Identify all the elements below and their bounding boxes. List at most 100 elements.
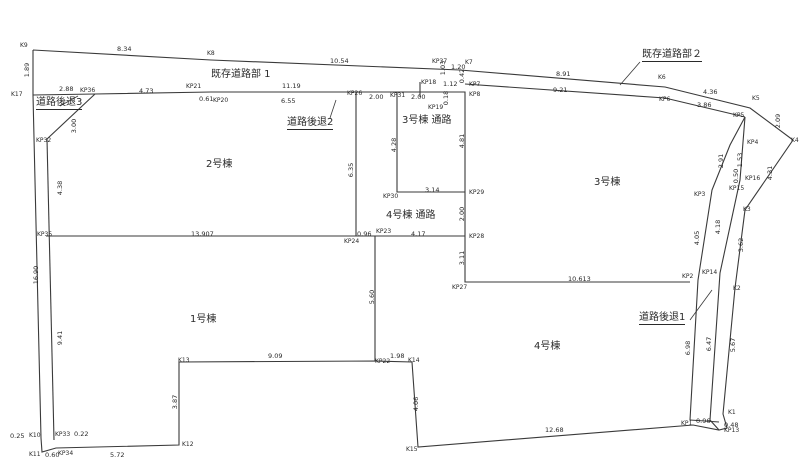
dimension-kp26-kp31: 2.00 <box>369 93 384 101</box>
dimension-k17-k10: 16.90 <box>31 265 40 285</box>
kp31-kp30-kp29-line <box>396 92 465 193</box>
point-label-k5: K5 <box>752 95 760 102</box>
dimension-kp3-kp2: 4.05 <box>692 230 701 246</box>
dimension-kp1-kp13: 0.96 <box>696 417 711 425</box>
dimension-kp20-kp26: 6.55 <box>281 97 296 105</box>
dimension-kp6-kp5: 3.86 <box>697 101 712 109</box>
dimension-kp2-kp1: 6.98 <box>683 340 692 356</box>
point-label-k4: K4 <box>791 137 799 144</box>
point-label-kp13: KP13 <box>724 427 740 434</box>
point-label-k7: K7 <box>465 59 473 66</box>
dimension-kp13-k12: 3.87 <box>170 394 179 410</box>
dimension-kp22-k14: 1.98 <box>390 352 405 360</box>
point-label-kp28: KP28 <box>469 233 485 240</box>
dimension-k7-k6: 8.91 <box>556 70 571 78</box>
dimension-kp18-kp7: 1.12 <box>443 80 458 88</box>
dimension-kp36-kp32: 3.00 <box>69 118 78 134</box>
point-label-kp21: KP21 <box>186 83 202 90</box>
dimension-kp36-kp21: 4.73 <box>139 87 154 95</box>
point-label-k14: K14 <box>408 357 420 364</box>
dimension-k5-k4: 2.09 <box>773 113 782 129</box>
dimension-k9-k17: 1.89 <box>22 62 31 78</box>
dimension-kp37-kp18: 1.03 <box>438 60 447 76</box>
point-label-kp23: KP23 <box>376 228 392 235</box>
dimension-kp14-kp15: 4.18 <box>713 219 722 235</box>
point-label-kp22: KP22 <box>375 358 391 365</box>
dimension-k10-k11: 0.25 <box>10 432 25 440</box>
point-label-kp3: KP3 <box>694 191 706 198</box>
point-label-kp32: KP32 <box>36 137 52 144</box>
point-label-kp30: KP30 <box>383 193 399 200</box>
point-label-kp35: KP35 <box>37 231 53 238</box>
kp32-kp33-line <box>46 138 55 441</box>
dimension-kp26-kp24: 6.35 <box>346 162 355 178</box>
outer-boundary-line <box>32 49 794 453</box>
kp1-kp13-line <box>689 419 720 423</box>
point-label-k8: K8 <box>207 50 215 57</box>
leader-setback-3 <box>59 95 79 107</box>
point-label-k10: K10 <box>29 432 41 439</box>
dimension-kp19-kp8: 0.18 <box>441 90 450 106</box>
point-label-kp37: KP37 <box>432 58 448 65</box>
dimension-kp23-kp22: 5.60 <box>367 289 376 305</box>
dimension-kp23-kp28: 4.17 <box>411 230 426 238</box>
dimension-kp35-kp24: 13.907 <box>191 230 214 238</box>
point-label-k15: K15 <box>406 446 418 453</box>
point-label-kp16: KP16 <box>745 175 761 182</box>
dimension-kp29-kp28: 2.00 <box>457 206 466 222</box>
point-label-kp26: KP26 <box>347 90 363 97</box>
dimension-k11-kp34: 0.60 <box>45 451 60 459</box>
point-label-kp4: KP4 <box>747 139 759 146</box>
leader-setback-1 <box>689 289 713 321</box>
dimension-kp16-kp14: 0.50 <box>731 168 740 184</box>
dimension-kp33-kp34: 0.22 <box>74 430 89 438</box>
kp36-kp32-line <box>46 93 96 140</box>
dimension-kp31-kp30: 4.28 <box>389 137 398 153</box>
dimension-k9-k8: 8.34 <box>117 45 132 53</box>
point-label-k1: K1 <box>728 409 736 416</box>
point-label-k13: K13 <box>178 357 190 364</box>
dimension-k15-kp1: 12.68 <box>545 426 564 434</box>
dimension-kp36-kp26: 11.19 <box>282 82 301 90</box>
point-label-k9: K9 <box>20 42 28 49</box>
building-label-b1: 1号棟 <box>190 314 217 325</box>
road-label-setback3: 道路後退3 <box>36 97 83 110</box>
building-label-b3: 3号棟 <box>594 177 621 188</box>
kp5-kp1-line <box>689 116 746 421</box>
dimension-kp8-kp29: 4.81 <box>457 133 466 149</box>
dimension-k6-k5: 4.36 <box>703 88 718 96</box>
point-label-kp2: KP2 <box>682 273 694 280</box>
point-label-kp15: KP15 <box>729 185 745 192</box>
dimension-kp2-kp27: 10.613 <box>568 275 591 283</box>
dimension-kp4-kp3: 2.91 <box>716 153 725 169</box>
dimension-kp34-k12: 5.72 <box>110 451 125 459</box>
building-label-b4: 4号棟 <box>534 341 561 352</box>
point-label-kp27: KP27 <box>452 284 468 291</box>
dimension-kp32-kp35: 4.38 <box>55 180 64 196</box>
point-label-kp36: KP36 <box>80 87 96 94</box>
dimension-k8-k7: 10.54 <box>330 57 349 65</box>
point-label-kp19: KP19 <box>428 104 444 111</box>
point-label-kp29: KP29 <box>469 189 485 196</box>
dimension-kp35-kp33: 9.41 <box>55 330 64 346</box>
road-label-setback2: 道路後退2 <box>287 117 334 130</box>
dimension-kp7-k7: 0.42 <box>457 68 466 84</box>
road-label-road3: 3号棟 通路 <box>402 115 452 126</box>
point-label-kp20: KP20 <box>213 97 229 104</box>
point-label-kp1: KP1 <box>681 420 693 427</box>
leader-existing-road-2 <box>619 61 641 86</box>
road-label-existing2: 既存道路部２ <box>642 49 702 62</box>
point-label-kp7: KP7 <box>469 81 481 88</box>
dimension-k2-k1: 5.67 <box>728 337 737 353</box>
point-label-kp18: KP18 <box>421 79 437 86</box>
point-label-kp6: KP6 <box>659 96 671 103</box>
point-label-kp34: KP34 <box>58 450 74 457</box>
point-label-kp5: KP5 <box>733 112 745 119</box>
leader-setback-2 <box>329 99 337 119</box>
dimension-k4-k3: 4.31 <box>765 165 774 181</box>
point-label-k12: K12 <box>182 441 194 448</box>
road-label-setback1: 道路後退1 <box>639 312 686 325</box>
dimension-k14-k15: 4.06 <box>411 396 420 412</box>
